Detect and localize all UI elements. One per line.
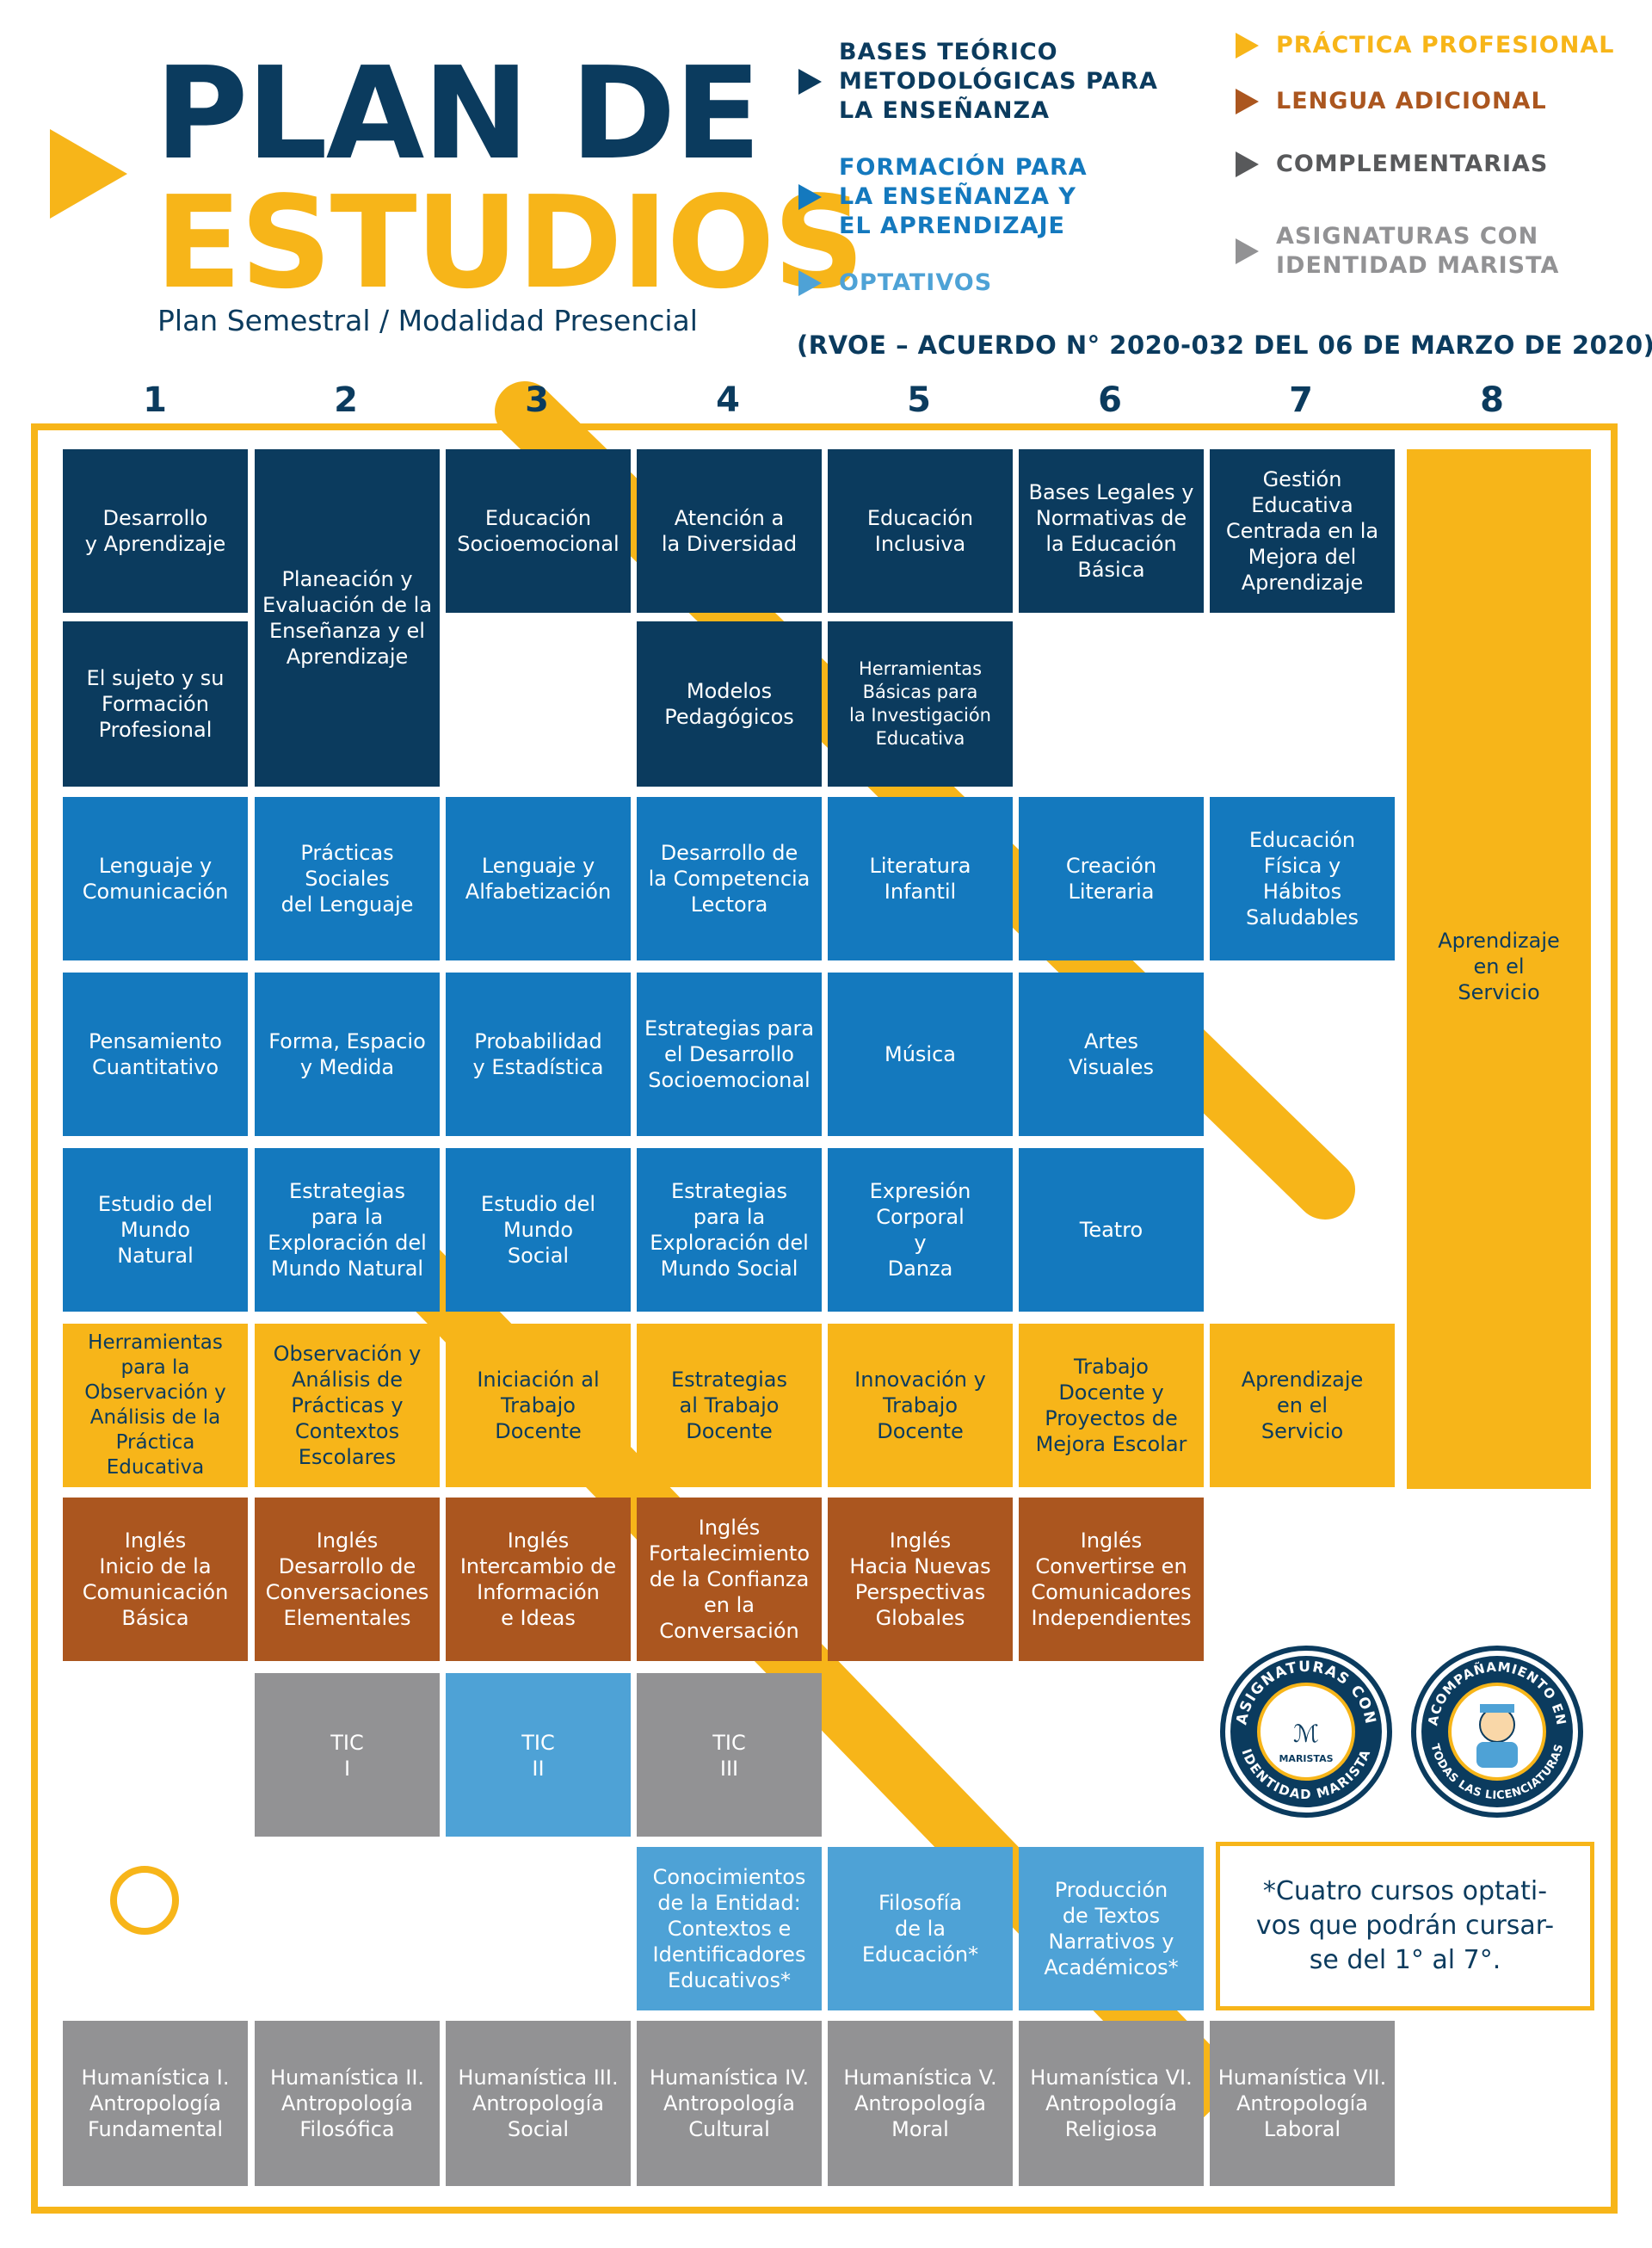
acompanamiento-seal-icon: ACOMPAÑAMIENTO EN TODAS LAS LICENCIATURA… [1411,1646,1583,1818]
course-cell: Inglés Hacia Nuevas Perspectivas Globale… [828,1498,1013,1661]
circle-icon [110,1866,179,1935]
course-cell: Educación Inclusiva [828,449,1013,613]
seal-center-text: MARISTAS [1279,1753,1333,1764]
course-cell: Conocimientos de la Entidad: Contextos e… [637,1847,822,2010]
legend-item-lengua: LENGUA ADICIONAL [1236,87,1547,116]
course-cell: Herramientas para la Observación y Análi… [63,1324,248,1487]
course-cell: Desarrollo y Aprendizaje [63,449,248,613]
course-cell: TIC II [446,1673,631,1837]
triangle-icon [1236,238,1259,264]
course-cell: Educación Socioemocional [446,449,631,613]
triangle-icon [798,69,822,95]
course-cell: Innovación y Trabajo Docente [828,1324,1013,1487]
semester-number: 4 [716,380,740,420]
course-cell: Aprendizaje en el Servicio [1407,449,1591,1489]
page-title-line1: PLAN DE [155,40,761,188]
triangle-icon [798,184,822,210]
course-cell: Filosofía de la Educación* [828,1847,1013,2010]
course-cell: Educación Física y Hábitos Saludables [1210,797,1395,960]
semester-number: 3 [525,380,549,420]
svg-text:ℳ: ℳ [1293,1720,1319,1748]
legend-item-bases: BASES TEÓRICO METODOLÓGICAS PARA LA ENSE… [798,38,1158,126]
course-cell: Inglés Intercambio de Información e Idea… [446,1498,631,1661]
plan-frame [31,423,1618,2214]
triangle-icon [1236,89,1259,114]
triangle-icon [798,270,822,296]
legend-label: OPTATIVOS [839,269,993,296]
legend-item-identidad: ASIGNATURAS CON IDENTIDAD MARISTA [1236,222,1559,281]
course-cell: Humanística I. Antropología Fundamental [63,2021,248,2186]
course-cell: Creación Literaria [1019,797,1204,960]
legend-label: BASES TEÓRICO METODOLÓGICAS PARA LA ENSE… [839,39,1158,124]
legend-item-complementarias: COMPLEMENTARIAS [1236,150,1548,179]
course-cell: Estrategias para la Exploración del Mund… [255,1148,440,1312]
course-cell: TIC I [255,1673,440,1837]
course-cell: Humanística II. Antropología Filosófica [255,2021,440,2186]
course-cell: El sujeto y su Formación Profesional [63,621,248,787]
course-cell: Pensamiento Cuantitativo [63,973,248,1136]
page-title-line2: ESTUDIOS [155,169,865,317]
marista-seal-icon: ASIGNATURAS CON IDENTIDAD MARISTA ℳ MARI… [1220,1646,1392,1818]
course-cell: Aprendizaje en el Servicio [1210,1324,1395,1487]
page-subtitle: Plan Semestral / Modalidad Presencial [157,304,698,337]
legend-item-optativos: OPTATIVOS [798,269,992,298]
triangle-icon [1236,33,1259,59]
course-cell: Forma, Espacio y Medida [255,973,440,1136]
course-cell: Humanística VI. Antropología Religiosa [1019,2021,1204,2186]
optional-courses-note: *Cuatro cursos optati- vos que podrán cu… [1216,1842,1594,2010]
semester-number: 1 [143,380,167,420]
course-cell: Probabilidad y Estadística [446,973,631,1136]
course-cell: Modelos Pedagógicos [637,621,822,787]
course-cell: Iniciación al Trabajo Docente [446,1324,631,1487]
course-cell: Planeación y Evaluación de la Enseñanza … [255,449,440,787]
legend-item-formacion: FORMACIÓN PARA LA ENSEÑANZA Y EL APRENDI… [798,153,1088,241]
legend-label: FORMACIÓN PARA LA ENSEÑANZA Y EL APRENDI… [839,154,1088,239]
course-cell: Atención a la Diversidad [637,449,822,613]
course-cell: Inglés Convertirse en Comunicadores Inde… [1019,1498,1204,1661]
semester-number: 7 [1289,380,1313,420]
course-cell: Trabajo Docente y Proyectos de Mejora Es… [1019,1324,1204,1487]
course-cell: Observación y Análisis de Prácticas y Co… [255,1324,440,1487]
course-cell: Literatura Infantil [828,797,1013,960]
course-cell: Bases Legales y Normativas de la Educaci… [1019,449,1204,613]
semester-number: 5 [907,380,931,420]
course-cell: Humanística III. Antropología Social [446,2021,631,2186]
course-cell: Estrategias para la Exploración del Mund… [637,1148,822,1312]
course-cell: Estrategias para el Desarrollo Socioemoc… [637,973,822,1136]
course-cell: Inglés Desarrollo de Conversaciones Elem… [255,1498,440,1661]
course-cell: Inglés Inicio de la Comunicación Básica [63,1498,248,1661]
course-cell: Estudio del Mundo Natural [63,1148,248,1312]
course-cell: Lenguaje y Comunicación [63,797,248,960]
course-cell: Humanística VII. Antropología Laboral [1210,2021,1395,2186]
legend-label: COMPLEMENTARIAS [1276,151,1549,177]
course-cell: TIC III [637,1673,822,1837]
triangle-icon [1236,151,1259,177]
course-cell: Estrategias al Trabajo Docente [637,1324,822,1487]
course-cell: Humanística V. Antropología Moral [828,2021,1013,2186]
course-cell: Humanística IV. Antropología Cultural [637,2021,822,2186]
course-cell: Inglés Fortalecimiento de la Confianza e… [637,1498,822,1661]
course-cell: Lenguaje y Alfabetización [446,797,631,960]
legend-item-practica: PRÁCTICA PROFESIONAL [1236,31,1614,60]
course-cell: Gestión Educativa Centrada en la Mejora … [1210,449,1395,613]
legend-label: LENGUA ADICIONAL [1276,88,1547,114]
header-arrow-icon [50,129,127,219]
legend-label: ASIGNATURAS CON IDENTIDAD MARISTA [1276,223,1560,279]
legend-label: PRÁCTICA PROFESIONAL [1276,32,1615,59]
course-cell: Desarrollo de la Competencia Lectora [637,797,822,960]
course-cell: Producción de Textos Narrativos y Académ… [1019,1847,1204,2010]
course-cell: Música [828,973,1013,1136]
semester-number: 8 [1480,380,1504,420]
course-cell: Herramientas Básicas para la Investigaci… [828,621,1013,787]
semester-number: 6 [1098,380,1122,420]
course-cell: Estudio del Mundo Social [446,1148,631,1312]
course-cell: Prácticas Sociales del Lenguaje [255,797,440,960]
semester-number: 2 [334,380,358,420]
course-cell: Artes Visuales [1019,973,1204,1136]
course-cell: Expresión Corporal y Danza [828,1148,1013,1312]
rvoe-text: (RVOE – ACUERDO N° 2020-032 DEL 06 DE MA… [797,330,1652,360]
course-cell: Teatro [1019,1148,1204,1312]
